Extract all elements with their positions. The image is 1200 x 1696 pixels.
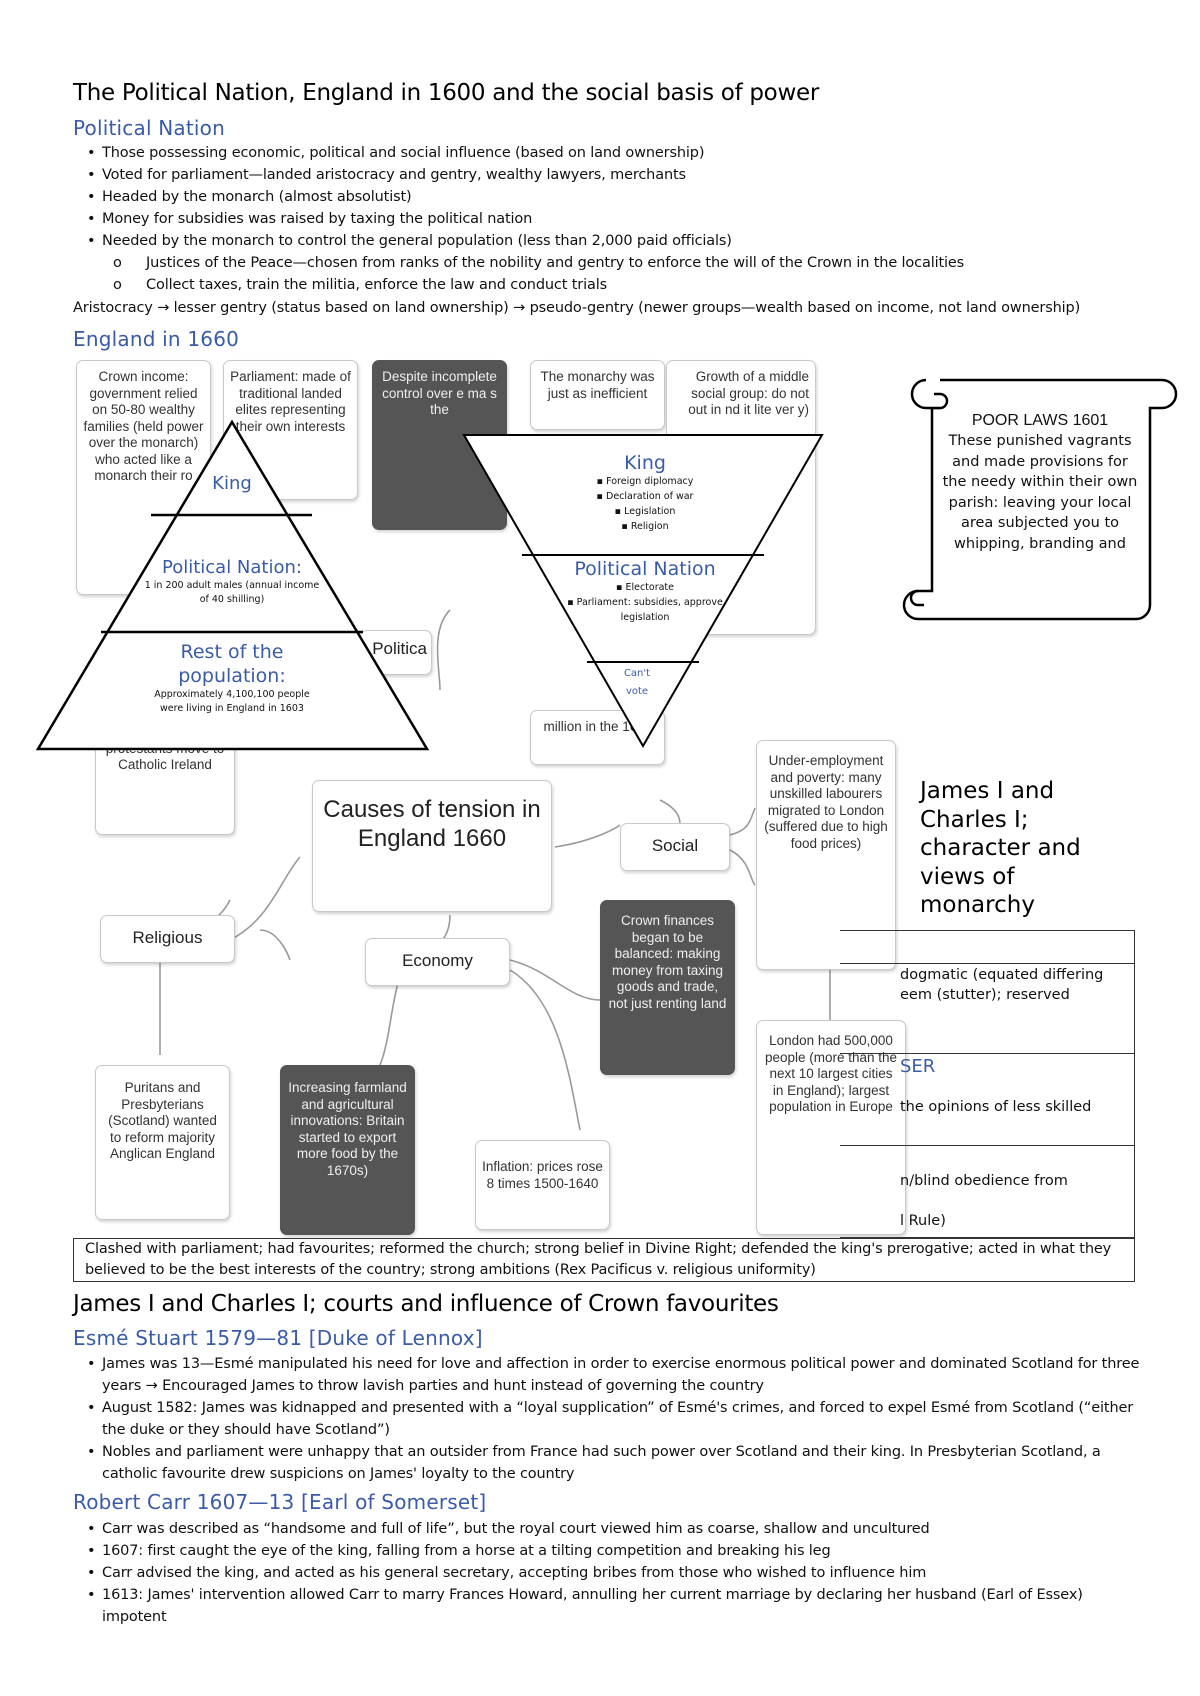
connector <box>229 856 301 941</box>
scroll-top-curl <box>910 378 949 410</box>
connector <box>729 849 756 886</box>
table-cell: SER <box>900 1056 936 1077</box>
list-item: August 1582: James was kidnapped and pre… <box>73 1397 1143 1441</box>
connector <box>509 969 581 1131</box>
inverted-cant-vote: Can't vote <box>623 668 651 697</box>
puritans-node: Puritans and Presbyterians (Scotland) wa… <box>95 1065 230 1220</box>
connector <box>659 799 681 826</box>
inflation-node: Inflation: prices rose 8 times 1500-1640 <box>475 1140 610 1230</box>
list-item: Money for subsidies was raised by taxing… <box>73 208 1153 230</box>
connector <box>379 974 401 1066</box>
page-title: The Political Nation, England in 1600 an… <box>73 80 819 106</box>
inverted-pn-list: Electorate Parliament: subsidies, approv… <box>545 580 745 625</box>
pyramid-rest-desc: Approximately 4,100,100 people were livi… <box>154 689 310 714</box>
social-chain: Aristocracy → lesser gentry (status base… <box>73 300 1081 316</box>
pyramid-king: King <box>172 473 292 495</box>
character-table: dogmatic (equated differing eem (stutter… <box>840 930 1135 1238</box>
political-nation-list: Those possessing economic, political and… <box>73 142 1153 296</box>
esme-list: James was 13—Esmé manipulated his need f… <box>73 1353 1143 1485</box>
subtitle-political-nation: Political Nation <box>73 116 225 140</box>
connector <box>554 824 621 848</box>
inverted-king-list: Foreign diplomacy Declaration of war Leg… <box>545 474 745 534</box>
table-cell: the opinions of less skilled <box>900 1099 1092 1115</box>
london-node: London had 500,000 people (more than the… <box>756 1020 906 1235</box>
table-row <box>840 931 1134 964</box>
list-item: Those possessing economic, political and… <box>73 142 1153 164</box>
subtitle-england-1660: England in 1660 <box>73 327 240 351</box>
connector <box>729 807 756 836</box>
list-item: 1607: first caught the eye of the king, … <box>73 1540 1143 1562</box>
list-item: Carr was described as “handsome and full… <box>73 1518 1143 1540</box>
social-pyramid <box>35 419 430 751</box>
scroll-bottom-curl <box>909 589 924 607</box>
pyramid-king-label: King <box>212 473 252 494</box>
character-summary: Clashed with parliament; had favourites;… <box>73 1238 1135 1282</box>
list-item: Nobles and parliament were unhappy that … <box>73 1441 1143 1485</box>
inverted-political-nation: Political Nation Electorate Parliament: … <box>545 558 745 625</box>
list-item: 1613: James' intervention allowed Carr t… <box>73 1584 1143 1628</box>
table-cell: n/blind obedience from <box>900 1173 1068 1189</box>
poor-laws-body: These punished vagrants and made provisi… <box>942 433 1138 552</box>
crown-finances-node: Crown finances began to be balanced: mak… <box>600 900 735 1075</box>
sub-list-item: Justices of the Peace—chosen from ranks … <box>73 252 1153 274</box>
connector <box>436 609 451 691</box>
character-heading: James I and Charles I; character and vie… <box>920 778 1081 918</box>
connector <box>509 959 601 1001</box>
inverted-king-title: King <box>624 452 666 474</box>
causes-center-node: Causes of tension in England 1660 <box>312 780 552 912</box>
pyramid-outline <box>35 419 430 751</box>
religious-node: Religious <box>100 915 235 963</box>
crown-income-node: Crown income: government relied on 50-80… <box>76 360 211 595</box>
economy-node: Economy <box>365 938 510 986</box>
underemployment-node: Under-employment and poverty: many unski… <box>756 740 896 970</box>
pyramid-political-nation: Political Nation: 1 in 200 adult males (… <box>142 557 322 607</box>
mind-map: Crown income: government relied on 50-80… <box>60 360 1140 1240</box>
farmland-node: Increasing farmland and agricultural inn… <box>280 1065 415 1235</box>
list-item: Voted for parliament—landed aristocracy … <box>73 164 1153 186</box>
parliament-node: Parliament: made of traditional landed e… <box>223 360 358 500</box>
pyramid-rest-title: Rest of the population: <box>178 641 286 687</box>
poor-laws-scroll <box>902 378 1178 621</box>
table-row: n/blind obedience from l Rule) <box>840 1143 1134 1238</box>
carr-subtitle: Robert Carr 1607—13 [Earl of Somerset] <box>73 1490 487 1514</box>
poor-laws-title: POOR LAWS 1601 <box>971 412 1109 429</box>
table-cell: l Rule) <box>900 1213 946 1229</box>
pyramid-pn-title: Political Nation: <box>162 557 302 578</box>
table-cell: eem (stutter); reserved <box>900 987 1070 1003</box>
favourites-title: James I and Charles I; courts and influe… <box>73 1291 779 1317</box>
table-row: dogmatic (equated differing eem (stutter… <box>840 963 1134 1054</box>
list-item: Religion <box>545 519 745 534</box>
pyramid-rest: Rest of the population: Approximately 4,… <box>152 640 312 716</box>
pyramid-pn-desc: 1 in 200 adult males (annual income of 4… <box>144 580 320 605</box>
monarchy-node: The monarchy was just as inefficient <box>530 360 665 430</box>
poor-laws-text: POOR LAWS 1601 These punished vagrants a… <box>940 411 1140 583</box>
list-item: Headed by the monarch (almost absolutist… <box>73 186 1153 208</box>
scroll-outline <box>902 378 1178 621</box>
list-item: Needed by the monarch to control the gen… <box>73 230 1153 252</box>
list-item: James was 13—Esmé manipulated his need f… <box>73 1353 1143 1397</box>
list-item: Foreign diplomacy <box>545 474 745 489</box>
list-item: Electorate <box>545 580 745 595</box>
connector <box>259 929 291 961</box>
table-cell: dogmatic (equated differing <box>900 967 1104 983</box>
table-row: SER the opinions of less skilled <box>840 1051 1134 1146</box>
social-node: Social <box>620 823 730 871</box>
carr-list: Carr was described as “handsome and full… <box>73 1518 1143 1628</box>
inverted-king: King Foreign diplomacy Declaration of wa… <box>545 452 745 534</box>
esme-subtitle: Esmé Stuart 1579—81 [Duke of Lennox] <box>73 1326 483 1350</box>
list-item: Declaration of war <box>545 489 745 504</box>
list-item: Legislation <box>545 504 745 519</box>
list-item: Carr advised the king, and acted as his … <box>73 1562 1143 1584</box>
sub-list-item: Collect taxes, train the militia, enforc… <box>73 274 1153 296</box>
inverted-pn-title: Political Nation <box>574 558 716 580</box>
list-item: Parliament: subsidies, approve legislati… <box>545 595 745 625</box>
